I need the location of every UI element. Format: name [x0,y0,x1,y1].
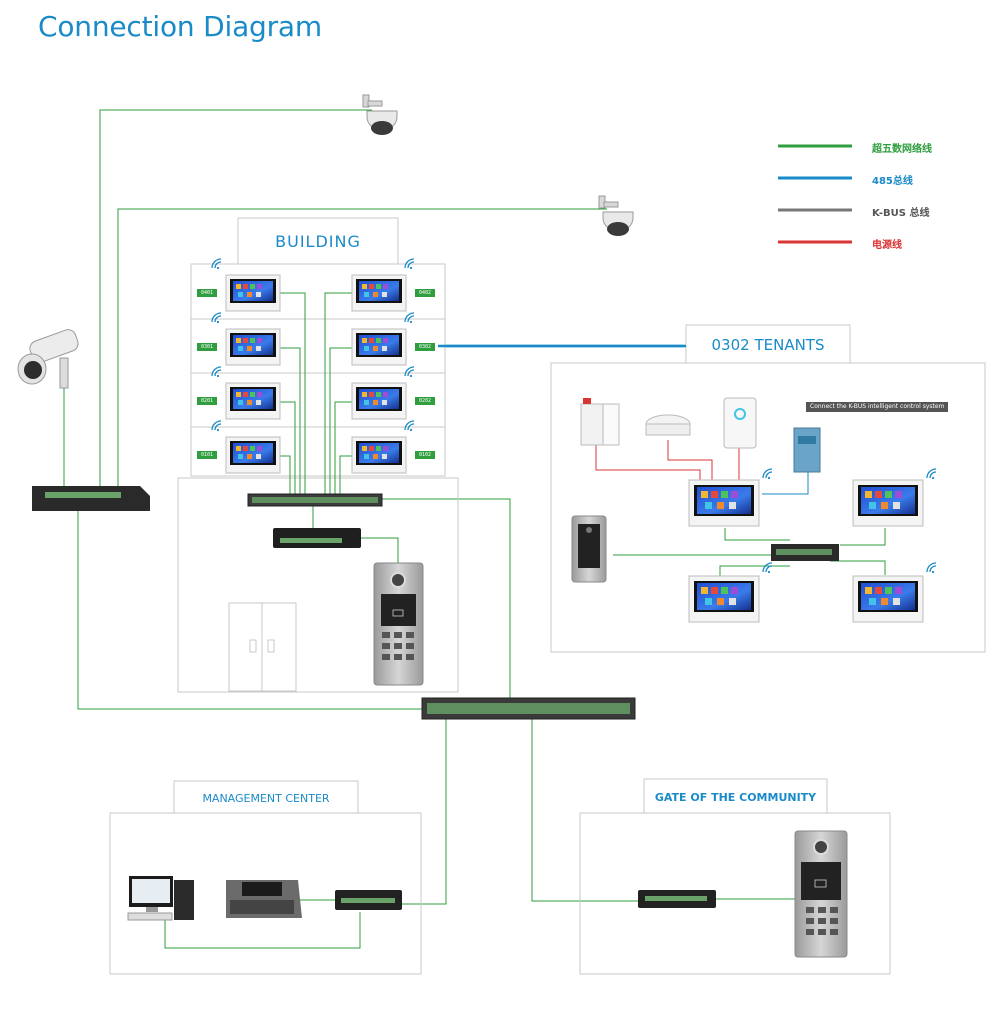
bullet-camera [17,329,79,389]
gate-door-station [794,830,848,958]
legend-label-network: 超五数网络线 [872,144,932,155]
management-master-station [226,880,302,918]
unit-tag: 0301 [197,343,217,351]
tenants-label: 0302 TENANTS [711,336,825,354]
page-title: Connection Diagram [38,10,322,43]
tenants-panel [550,324,986,653]
villa-door-station [571,515,607,583]
management-switch [335,890,402,910]
core-48port-switch [421,697,636,720]
unit-tag: 0302 [415,343,435,351]
unit-tag: 0401 [197,289,217,297]
management-pc [127,876,194,921]
kbus-note: Connect the K-BUS intelligent control sy… [806,402,949,412]
left-network-switch [32,486,150,511]
gate-panel [579,778,891,975]
power-cables [595,440,740,482]
legend-label-power: 电源线 [872,240,902,251]
legend [778,144,852,244]
kbus-module [793,427,821,473]
building-48port-switch [247,493,383,507]
unit-tag: 0101 [197,451,217,459]
gas-detector [723,397,757,449]
ptz-camera-2 [598,195,634,237]
gate-label: GATE OF THE COMMUNITY [654,791,817,804]
legend-label-485: 485总线 [872,176,913,187]
building-label: BUILDING [275,232,361,251]
management-label: MANAGEMENT CENTER [202,792,330,805]
building-door-station [373,562,424,686]
gate-switch [638,890,716,908]
building-poe-switch [273,528,361,548]
door-sensor [580,398,620,446]
unit-tag: 0202 [415,397,435,405]
unit-tag: 0102 [415,451,435,459]
network-cables [63,109,886,949]
management-panel [109,780,422,975]
bus485-kbus-link [762,472,809,495]
ptz-camera-1 [362,94,398,136]
unit-tag: 0201 [197,397,217,405]
legend-label-kbus: K-BUS 总线 [872,208,930,219]
tenant-switch [771,544,839,561]
smoke-detector [645,414,691,436]
unit-tag: 0402 [415,289,435,297]
